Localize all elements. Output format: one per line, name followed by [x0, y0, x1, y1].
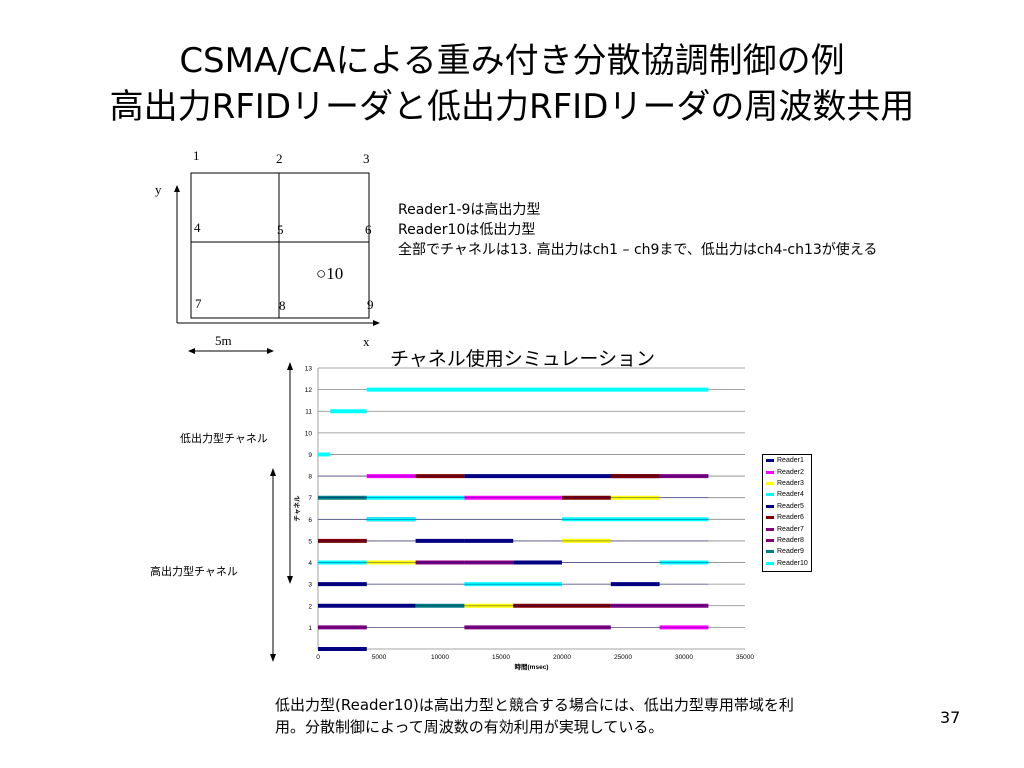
y-tick-label: 5: [308, 538, 312, 545]
x-axis-label: x: [363, 334, 370, 349]
page-number: 37: [940, 708, 961, 727]
legend-swatch: [766, 550, 774, 554]
x-tick-label: 10000: [431, 654, 449, 661]
x-tick-label: 15000: [492, 654, 510, 661]
note-line2: Reader10は低出力型: [398, 222, 536, 238]
grid-label-6: 6: [365, 222, 372, 237]
x-tick-label: 20000: [553, 654, 571, 661]
legend-label: Reader10: [777, 559, 808, 567]
legend-label: Reader4: [777, 491, 804, 499]
y-tick-label: 8: [308, 474, 312, 481]
grid-label-2: 2: [276, 151, 283, 166]
legend-label: Reader3: [777, 479, 804, 487]
grid-label-8: 8: [279, 298, 286, 313]
legend-swatch: [766, 561, 774, 565]
grid-label-4: 4: [194, 220, 201, 235]
x-tick-label: 30000: [675, 654, 693, 661]
y-tick-label: 2: [308, 603, 312, 610]
y-tick-label: 1: [308, 625, 312, 632]
slide-title-line2: 高出力RFIDリーダと低出力RFIDリーダの周波数共用: [109, 87, 915, 127]
legend-item-reader6: Reader6: [763, 512, 811, 523]
grid-label-1: 1: [193, 148, 200, 163]
y-tick-label: 6: [308, 517, 312, 524]
y-axis-label: y: [155, 182, 162, 197]
x-axis-title: 時間(msec): [515, 662, 549, 671]
y-tick-label: 3: [308, 582, 312, 589]
grid-label-3: 3: [363, 151, 370, 166]
legend-item-reader8: Reader8: [763, 535, 811, 546]
legend-item-reader1: Reader1: [763, 455, 811, 466]
y-tick-label: 11: [305, 409, 312, 416]
legend-item-reader10: Reader10: [763, 558, 811, 569]
legend-item-reader9: Reader9: [763, 546, 811, 557]
y-axis-title: チャネル: [293, 495, 301, 521]
legend-label: Reader5: [777, 502, 804, 510]
slide-caption: 低出力型(Reader10)は高出力型と競合する場合には、低出力型専用帯域を利用…: [275, 696, 794, 736]
legend-label: Reader7: [777, 525, 804, 533]
grid-label-9: 9: [367, 297, 374, 312]
legend-item-reader7: Reader7: [763, 523, 811, 534]
legend-item-reader3: Reader3: [763, 478, 811, 489]
note-line1: Reader1-9は高出力型: [398, 202, 541, 218]
legend-label: Reader1: [777, 457, 804, 465]
y-tick-label: 10: [305, 430, 313, 437]
legend-swatch: [766, 516, 774, 520]
x-tick-label: 35000: [736, 654, 754, 661]
reader10-marker: ○10: [316, 264, 344, 283]
legend-item-reader5: Reader5: [763, 501, 811, 512]
legend-swatch: [766, 527, 774, 531]
legend-swatch: [766, 538, 774, 542]
scale-label: 5m: [215, 333, 232, 348]
y-tick-label: 13: [305, 366, 313, 373]
legend-label: Reader6: [777, 514, 804, 522]
grid-label-5: 5: [277, 222, 284, 237]
legend-item-reader2: Reader2: [763, 466, 811, 477]
y-tick-label: 9: [308, 452, 312, 459]
legend-item-reader4: Reader4: [763, 489, 811, 500]
legend-label: Reader8: [777, 536, 804, 544]
legend-swatch: [766, 459, 774, 463]
y-tick-label: 7: [308, 495, 312, 502]
x-tick-label: 0: [316, 654, 320, 661]
legend-label: Reader9: [777, 548, 804, 556]
legend-swatch: [766, 493, 774, 497]
x-tick-label: 5000: [372, 654, 387, 661]
high-power-channel-label: 高出力型チャネル: [150, 565, 238, 578]
legend-label: Reader2: [777, 468, 804, 476]
legend-swatch: [766, 470, 774, 474]
y-tick-label: 12: [305, 387, 313, 394]
y-tick-label: 4: [308, 560, 312, 567]
legend-swatch: [766, 504, 774, 508]
grid-label-7: 7: [195, 296, 202, 311]
channel-range-arrows: [270, 362, 293, 662]
simulation-title: チャネル使用シミュレーション: [390, 348, 656, 370]
note-line3: 全部でチャネルは13. 高出力はch1 – ch9まで、低出力はch4-ch13…: [398, 242, 878, 258]
low-power-channel-label: 低出力型チャネル: [180, 432, 268, 445]
slide-title-line1: CSMA/CAによる重み付き分散協調制御の例: [179, 41, 845, 81]
x-tick-label: 25000: [614, 654, 632, 661]
reader-layout-diagram: [174, 172, 380, 354]
legend-swatch: [766, 481, 774, 485]
